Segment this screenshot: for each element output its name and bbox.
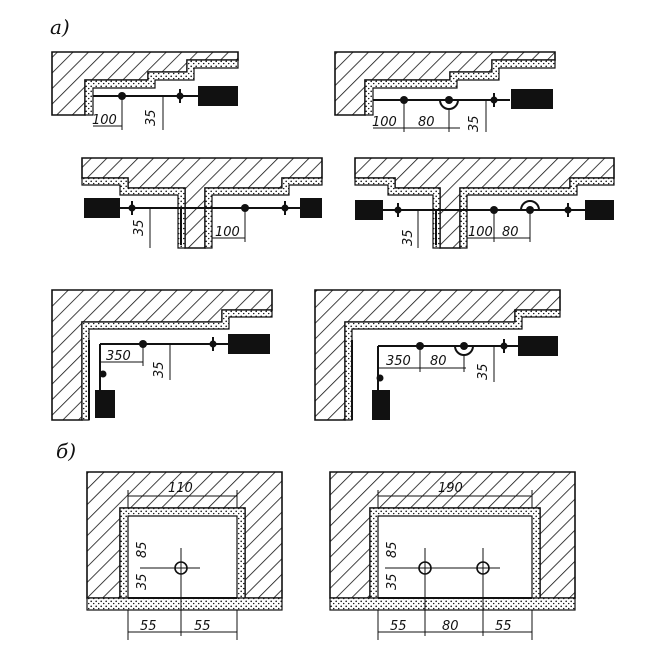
figure-a5: 350 35 [51,289,273,421]
figure-a3: 35 100 [81,157,323,249]
heater-icon [372,390,390,420]
pipe-marker [526,206,534,214]
figure-a2: 100 80 35 [334,51,556,132]
heater-icon [300,198,322,218]
dim-label: 350 [106,349,131,364]
dim-label: 35 [401,229,416,246]
heater-icon [355,200,383,220]
dim-label: 35 [152,361,167,378]
dim-label: 35 [135,573,150,590]
valve-icon [376,374,384,382]
section-label-b: б) [56,439,76,463]
pipe-marker [460,342,468,350]
dim-label: 80 [442,619,459,634]
dim-label: 35 [144,109,159,126]
dim-label: 100 [372,115,397,130]
dim-label: 55 [390,619,407,634]
dim-label: 35 [467,115,482,132]
figure-b1: 110 85 35 55 55 [86,471,283,640]
figure-a4: 35 100 80 [354,157,615,249]
heater-icon [95,390,115,418]
figure-a1: 100 35 [51,51,239,130]
heater-icon [84,198,120,218]
dim-label: 80 [418,115,435,130]
heater-icon [518,336,558,356]
dim-label: 100 [468,225,493,240]
pipe-marker [445,96,453,104]
dim-label: 100 [92,113,117,128]
dim-label: 80 [430,354,447,369]
dim-label: 35 [385,573,400,590]
dim-label: 55 [495,619,512,634]
valve-icon [99,370,107,378]
dim-label: 110 [168,481,193,496]
dim-label: 55 [140,619,157,634]
dim-label: 85 [135,541,150,558]
figure-a6: 350 80 35 [314,289,561,421]
heater-icon [511,89,553,109]
dim-label: 190 [438,481,463,496]
figure-b2: 190 85 35 55 80 55 [329,471,576,640]
section-label-a: а) [50,15,70,39]
heater-icon [228,334,270,354]
heater-icon [198,86,238,106]
dim-label: 80 [502,225,519,240]
dim-label: 350 [386,354,411,369]
dim-label: 35 [132,219,147,236]
dim-label: 55 [194,619,211,634]
dim-label: 35 [476,363,491,380]
heater-icon [585,200,614,220]
dim-label: 85 [385,541,400,558]
dim-label: 100 [215,225,240,240]
